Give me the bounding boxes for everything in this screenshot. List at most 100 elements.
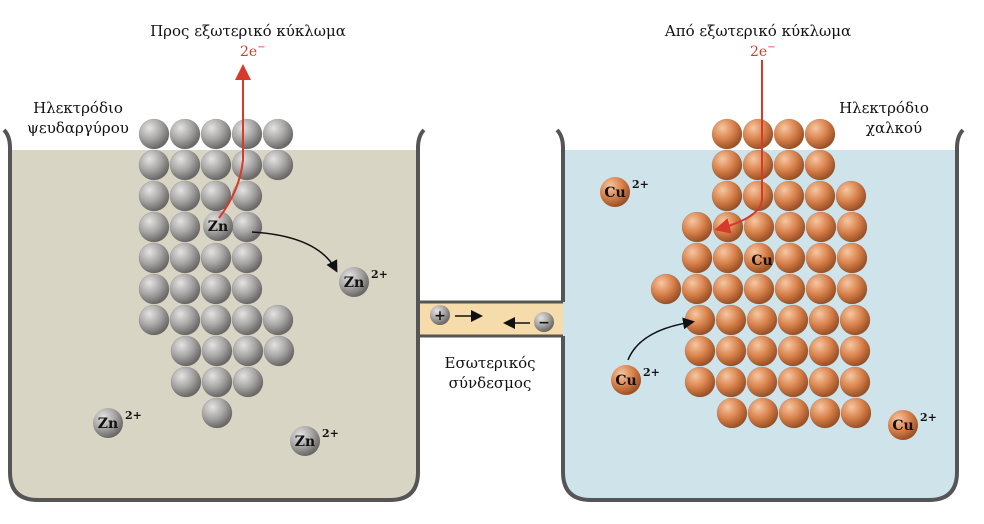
copper-atom xyxy=(836,242,868,274)
copper-atom xyxy=(746,335,778,367)
copper-beaker xyxy=(555,128,965,502)
copper-atom xyxy=(681,242,713,274)
copper-atom xyxy=(835,180,867,212)
zinc-atom xyxy=(138,118,170,150)
zinc-atom xyxy=(138,273,170,305)
zinc-atom xyxy=(169,273,201,305)
zn-ion-1: Zn 2+ xyxy=(339,267,388,297)
copper-atom xyxy=(774,211,806,243)
copper-atom xyxy=(804,149,836,181)
zinc-atom xyxy=(200,118,232,150)
cu-ion-3: Cu 2+ xyxy=(888,410,937,440)
copper-atom xyxy=(773,149,805,181)
zinc-atom xyxy=(231,118,263,150)
left-electron-label: 2e− xyxy=(240,42,266,60)
copper-atom xyxy=(805,273,837,305)
copper-atom xyxy=(839,335,871,367)
zinc-atom xyxy=(138,242,170,274)
copper-atom xyxy=(712,273,744,305)
copper-atom xyxy=(711,118,743,150)
zinc-atom xyxy=(169,180,201,212)
copper-atom xyxy=(742,118,774,150)
copper-atom xyxy=(715,304,747,336)
copper-atom xyxy=(743,211,775,243)
salt-bridge-anion: − xyxy=(534,312,554,332)
zinc-atom xyxy=(232,366,264,398)
zinc-atom xyxy=(201,335,233,367)
zinc-electrode-label-1: Ηλεκτρόδιο xyxy=(33,99,123,117)
copper-atom xyxy=(809,397,841,429)
copper-atom xyxy=(747,397,779,429)
copper-atom xyxy=(777,335,809,367)
right-electron-label: 2e− xyxy=(750,42,776,60)
zinc-beaker xyxy=(2,128,426,502)
zinc-atom xyxy=(201,366,233,398)
svg-text:Zn: Zn xyxy=(295,434,315,450)
right-top-label: Από εξωτερικό κύκλωμα xyxy=(664,22,851,40)
cu-ion-2: Cu 2+ xyxy=(611,365,660,395)
copper-atom xyxy=(836,211,868,243)
left-top-label: Προς εξωτερικό κύκλωμα xyxy=(150,22,346,40)
copper-atom xyxy=(778,397,810,429)
copper-atom xyxy=(712,242,744,274)
zinc-atom xyxy=(138,211,170,243)
svg-text:Cu: Cu xyxy=(604,185,625,201)
cu-atom-highlight: Cu xyxy=(751,253,772,269)
copper-atom xyxy=(711,149,743,181)
svg-text:2+: 2+ xyxy=(920,411,937,424)
zinc-atom xyxy=(231,304,263,336)
zinc-atom xyxy=(138,149,170,181)
salt-bridge-label-1: Εσωτερικός xyxy=(445,354,536,372)
electron-flow-in-arrow xyxy=(714,60,763,234)
cu-reduction-arrow xyxy=(627,317,695,361)
copper-atom xyxy=(839,366,871,398)
zinc-atom xyxy=(200,149,232,181)
zinc-atom xyxy=(138,180,170,212)
copper-atom xyxy=(746,304,778,336)
copper-atom xyxy=(742,149,774,181)
svg-text:Zn: Zn xyxy=(98,416,118,432)
copper-atom xyxy=(777,366,809,398)
zinc-atom xyxy=(231,211,263,243)
zinc-atom xyxy=(232,335,264,367)
zinc-atom xyxy=(231,273,263,305)
copper-atom xyxy=(836,273,868,305)
zinc-atom xyxy=(169,118,201,150)
copper-atom xyxy=(774,273,806,305)
zn-oxidation-arrow xyxy=(251,231,338,273)
salt-bridge-cation: + xyxy=(430,305,450,325)
copper-atom xyxy=(681,273,713,305)
copper-atom xyxy=(715,366,747,398)
zinc-atom xyxy=(169,304,201,336)
copper-atom xyxy=(650,273,682,305)
zinc-atom xyxy=(200,273,232,305)
zinc-atom xyxy=(138,304,170,336)
svg-text:+: + xyxy=(434,308,446,324)
zn-atom-highlight: Zn xyxy=(203,211,233,241)
zinc-atom xyxy=(231,242,263,274)
copper-atom xyxy=(715,335,747,367)
copper-atom xyxy=(684,304,716,336)
copper-atom xyxy=(808,304,840,336)
copper-atom xyxy=(774,242,806,274)
copper-atom xyxy=(684,366,716,398)
zinc-atom xyxy=(170,366,202,398)
copper-atom xyxy=(711,180,743,212)
zinc-atom xyxy=(231,149,263,181)
copper-atom xyxy=(804,180,836,212)
svg-text:2+: 2+ xyxy=(322,427,339,440)
copper-atom xyxy=(742,180,774,212)
copper-electrode xyxy=(650,118,872,429)
zinc-atom xyxy=(200,304,232,336)
zn-ion-2: Zn 2+ xyxy=(93,408,142,438)
zinc-atom xyxy=(263,335,295,367)
zinc-atom xyxy=(170,335,202,367)
svg-text:Zn: Zn xyxy=(208,219,228,235)
svg-text:−: − xyxy=(538,315,550,331)
svg-text:2+: 2+ xyxy=(632,178,649,191)
zn-ion-3: Zn 2+ xyxy=(290,426,339,456)
copper-atom xyxy=(839,304,871,336)
copper-atom xyxy=(805,242,837,274)
copper-atom xyxy=(773,118,805,150)
